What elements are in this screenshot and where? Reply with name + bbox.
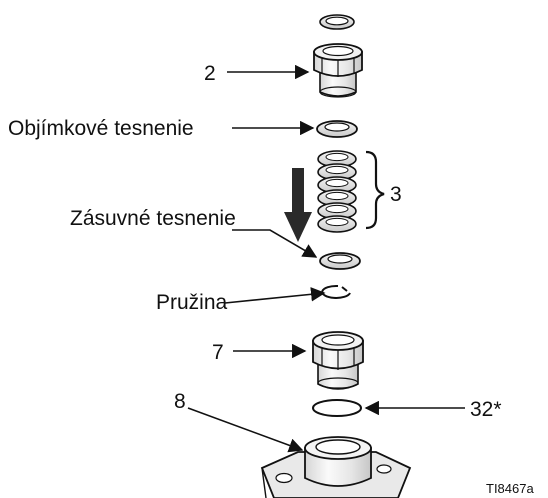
leader-part-8 xyxy=(187,407,304,453)
label-part-7: 7 xyxy=(212,341,224,364)
figure-id: TI8467a xyxy=(486,481,534,496)
leader-slide-seal xyxy=(232,229,318,258)
label-part-2: 2 xyxy=(204,62,216,85)
label-part-3: 3 xyxy=(390,183,402,206)
spring-ring xyxy=(321,284,351,299)
cup-seal-ring xyxy=(316,120,358,138)
label-spring: Pružina xyxy=(156,291,228,314)
label-slide-seal: Zásuvné tesnenie xyxy=(70,207,236,230)
gland-nut-part-2 xyxy=(313,43,363,98)
label-part-32: 32* xyxy=(470,398,502,421)
slide-seal-ring xyxy=(319,252,361,270)
packing-brace xyxy=(365,150,385,230)
retainer-nut-part-7 xyxy=(312,331,364,390)
o-ring-part-32 xyxy=(312,399,362,417)
top-ring xyxy=(319,14,355,30)
label-cup-seal: Objímkové tesnenie xyxy=(8,117,194,140)
packing-stack-part-3 xyxy=(317,150,357,233)
housing-part-8 xyxy=(260,436,412,498)
assembly-direction-arrow-icon xyxy=(284,168,312,242)
label-part-8: 8 xyxy=(174,390,186,413)
leader-spring xyxy=(224,287,326,304)
